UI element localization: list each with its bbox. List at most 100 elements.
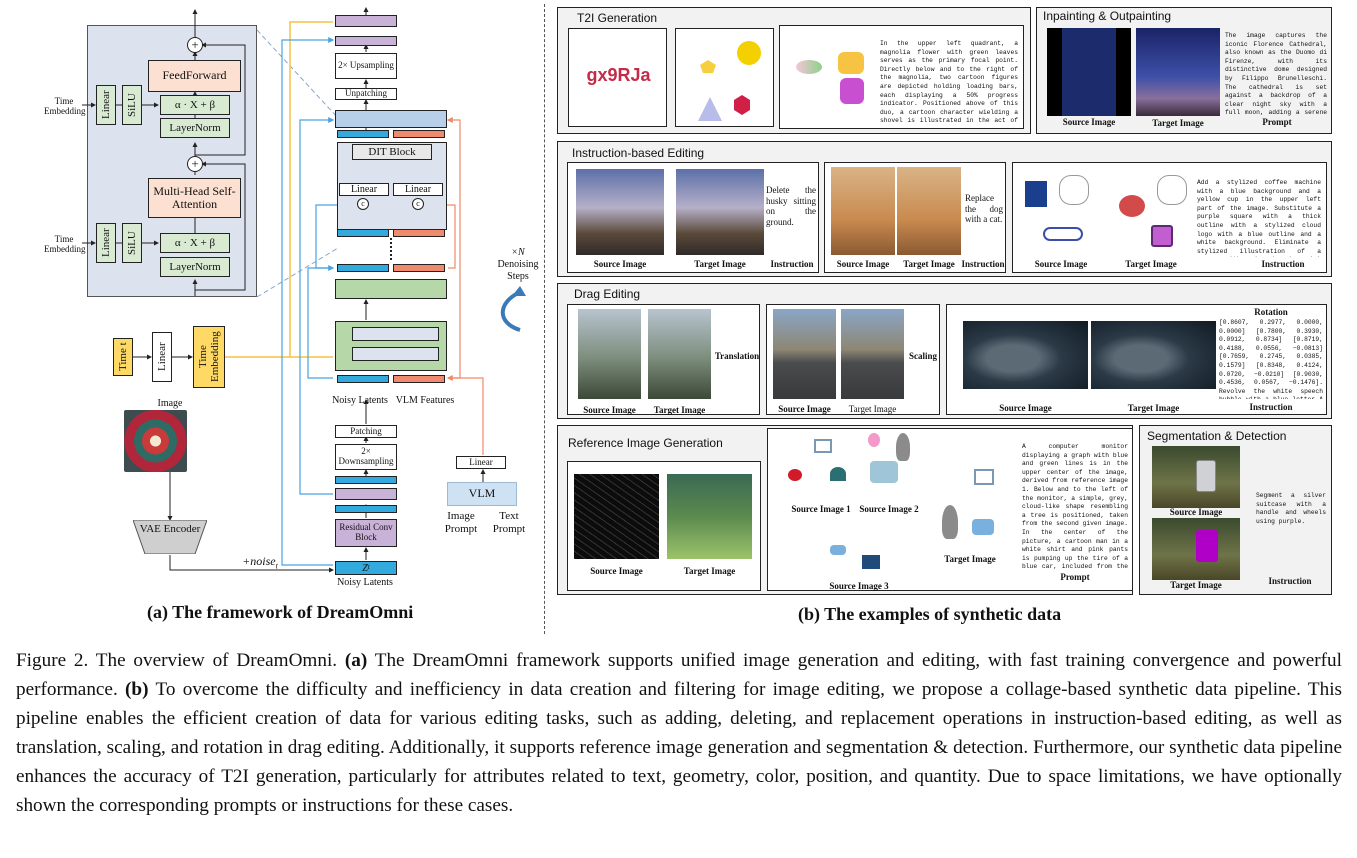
noise-label-text: +noise bbox=[242, 554, 276, 568]
t2i-panel: T2I Generation gx9RJa In the upper left … bbox=[557, 7, 1031, 134]
instruction-example-3: Source Image Target Image Instruction Ad… bbox=[1012, 162, 1327, 273]
instruction-3-instruction-label: Instruction bbox=[1261, 259, 1305, 269]
inpaint-source-label: Source Image bbox=[1062, 117, 1116, 127]
purple-square-icon bbox=[1151, 225, 1173, 247]
monitor-icon bbox=[814, 439, 832, 453]
time-embedding-block: Time Embedding bbox=[193, 326, 225, 388]
translation-target-image bbox=[648, 309, 711, 399]
vae-encoder-label: VAE Encoder bbox=[139, 523, 201, 535]
monitor-cherry-image bbox=[784, 435, 854, 495]
person-sketch-icon bbox=[1059, 175, 1089, 205]
tv-icon bbox=[862, 555, 880, 569]
deer-sketch-icon bbox=[1157, 175, 1187, 205]
examples-caption: (b) The examples of synthetic data bbox=[798, 604, 1062, 624]
unpatching-block: Unpatching bbox=[335, 88, 397, 100]
inpaint-prompt-label: Prompt bbox=[1262, 117, 1292, 127]
token-bar-blue-b bbox=[337, 229, 389, 237]
dit-input-inner-bottom bbox=[352, 347, 439, 361]
composite-tree-icon bbox=[942, 505, 958, 539]
panel-divider bbox=[544, 4, 545, 634]
collage-target-image bbox=[1109, 169, 1193, 255]
zt-label: Z bbox=[362, 562, 368, 574]
instruction-panel: Instruction-based Editing Source Image T… bbox=[557, 141, 1332, 277]
translation-source-label: Source Image bbox=[583, 405, 636, 415]
vlm-features-label: VLM Features bbox=[395, 395, 455, 406]
segmentation-panel: Segmentation & Detection Source Image Ta… bbox=[1139, 425, 1332, 595]
framework-connections bbox=[82, 7, 526, 573]
collage-source-image bbox=[1019, 169, 1103, 255]
instruction-3-text: Add a stylized coffee machine with a blu… bbox=[1197, 179, 1321, 257]
translation-source-image bbox=[578, 309, 641, 399]
silu-block-bottom: SiLU bbox=[122, 223, 142, 263]
drag-scaling-card: Source Image Target Image Scaling bbox=[766, 304, 940, 415]
token-bar-blue-a bbox=[337, 264, 389, 272]
latent-bar-2 bbox=[335, 488, 397, 500]
token-bar-orange-a bbox=[393, 264, 445, 272]
reference-panel: Reference Image Generation Source Image … bbox=[557, 425, 1133, 595]
dog-source-image bbox=[831, 167, 895, 255]
fountain-icon bbox=[830, 467, 846, 481]
segmentation-source-image bbox=[1152, 446, 1240, 508]
upsampling-block: 2× Upsampling bbox=[335, 53, 397, 79]
dit-block-label: DIT Block bbox=[352, 144, 432, 160]
image-prompt-label: Image Prompt bbox=[444, 510, 478, 535]
tree-figure-image bbox=[858, 431, 920, 495]
instruction-example-1: Source Image Target Image Instruction De… bbox=[567, 162, 819, 273]
segmentation-title: Segmentation & Detection bbox=[1147, 429, 1287, 443]
modulation-block-bottom: α · X + β bbox=[160, 233, 230, 253]
figure-label: Figure 2. bbox=[16, 650, 89, 671]
instruction-3-target-label: Target Image bbox=[1125, 259, 1177, 269]
composite-monitor-icon bbox=[974, 469, 994, 485]
t2i-title: T2I Generation bbox=[577, 11, 658, 25]
reference-source-image bbox=[574, 474, 659, 559]
reference-composite-image bbox=[930, 465, 1006, 553]
text-prompt-label: Text Prompt bbox=[492, 510, 526, 535]
t2i-text-sample: gx9RJa bbox=[586, 65, 651, 85]
time-embedding-label-top: Time Embedding bbox=[44, 96, 86, 117]
instruction-1-text: Delete the husky sitting on the ground. bbox=[766, 185, 816, 227]
feedforward-block: FeedForward bbox=[148, 60, 241, 92]
inpaint-prompt: The image captures the iconic Florence C… bbox=[1225, 32, 1327, 116]
segmentation-target-image bbox=[1152, 518, 1240, 580]
reference-source-label: Source Image bbox=[590, 566, 643, 576]
scaling-target-image bbox=[841, 309, 904, 399]
reference-source-1-label: Source Image 1 bbox=[791, 504, 851, 514]
linear-block-top: Linear bbox=[96, 85, 116, 125]
input-image bbox=[124, 410, 187, 472]
balloon-icon bbox=[868, 433, 880, 447]
repeat-label: ×N bbox=[511, 247, 525, 258]
drag-rotation-card: Source Image Target Image Rotation [0.86… bbox=[946, 304, 1327, 415]
token-bar-orange-c bbox=[393, 130, 445, 138]
drag-panel: Drag Editing Source Image Target Image T… bbox=[557, 283, 1332, 419]
image-label: Image bbox=[157, 398, 183, 409]
noise-label-subscript: t bbox=[275, 561, 278, 571]
rotation-source-label: Source Image bbox=[999, 403, 1052, 413]
instruction-2-target-label: Target Image bbox=[903, 259, 955, 269]
instruction-2-instruction-label: Instruction bbox=[961, 259, 1005, 269]
token-bar-orange-b bbox=[393, 229, 445, 237]
denoising-steps-label: Denoising Steps bbox=[497, 259, 539, 282]
inpainting-panel: Inpainting & Outpainting Source Image Ta… bbox=[1036, 7, 1332, 134]
figure-b-text: To overcome the difficulty and inefficie… bbox=[16, 679, 1342, 816]
reference-sources-card: Source Image 1 Source Image 2 Source Ima… bbox=[767, 428, 1133, 591]
husky-target-image bbox=[676, 169, 764, 255]
instruction-1-source-label: Source Image bbox=[593, 259, 647, 269]
figure-intro: The overview of DreamOmni. bbox=[88, 650, 345, 671]
cat-target-image bbox=[897, 167, 961, 255]
segmentation-source-label: Source Image bbox=[1169, 507, 1223, 517]
framework-caption: (a) The framework of DreamOmni bbox=[147, 602, 414, 622]
cherry-icon bbox=[788, 469, 802, 481]
vlm-block: VLM bbox=[447, 482, 517, 506]
modulation-block-top: α · X + β bbox=[160, 95, 230, 115]
reference-images-card: Source Image Target Image bbox=[567, 461, 761, 591]
rotation-text: [0.8607, 0.2977, 0.0000, 0.0000] [0.7800… bbox=[1219, 319, 1323, 399]
instruction-2-text: Replace the dog with a cat. bbox=[965, 193, 1003, 224]
drag-title: Drag Editing bbox=[574, 287, 641, 301]
t2i-text-sample-card: gx9RJa bbox=[568, 28, 667, 127]
time-embedding-label-bottom: Time Embedding bbox=[44, 234, 86, 255]
drag-translation-card: Source Image Target Image Translation bbox=[567, 304, 760, 415]
time-linear-block: Linear bbox=[152, 332, 172, 382]
cartoon-scene-icon bbox=[870, 461, 898, 483]
rotation-label: Rotation bbox=[1254, 307, 1288, 317]
